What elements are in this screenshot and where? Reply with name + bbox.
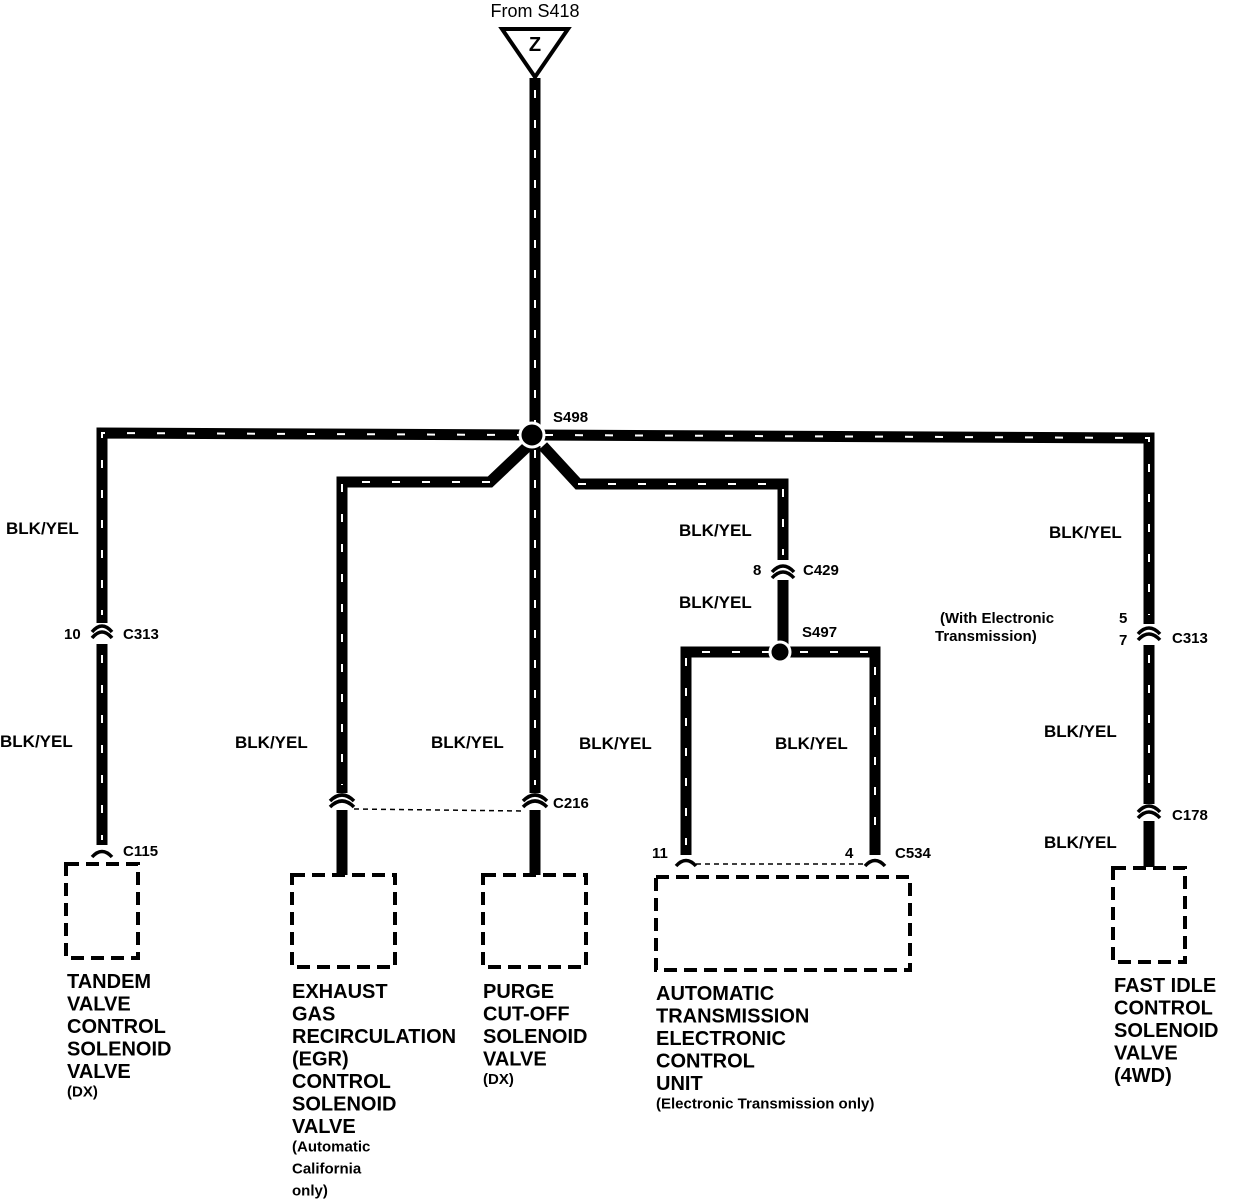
at-ecu-box [654, 875, 912, 972]
egr-label-line: SOLENOID [292, 1094, 396, 1116]
wire-ecu-left [680, 646, 780, 855]
tandem-label-line: CONTROL [67, 1016, 166, 1038]
egr-label-line: EXHAUST [292, 981, 388, 1003]
egr-label-line: (EGR) [292, 1049, 349, 1071]
connector-label: C534 [895, 845, 932, 862]
tandem-valve-box [64, 862, 140, 960]
fastidle-label-line: FAST IDLE [1114, 975, 1216, 997]
wire-stripes [101, 90, 1150, 845]
wire-color-label: BLK/YEL [235, 733, 308, 752]
wire-color-label: BLK/YEL [431, 733, 504, 752]
tandem-note-line: (DX) [67, 1084, 98, 1101]
atecu-label-line: AUTOMATIC [656, 983, 774, 1005]
splice-s498-label: S498 [553, 409, 588, 426]
wire-color-label: BLK/YEL [679, 521, 752, 540]
wire-color-label: BLK/YEL [679, 593, 752, 612]
fastidle-label-line: CONTROL [1114, 998, 1213, 1020]
egr-label-line: RECIRCULATION [292, 1026, 456, 1048]
wire-ecu-right [786, 646, 881, 855]
connector-pin: 4 [845, 845, 854, 862]
wire-ecu [538, 442, 789, 560]
wire-color-label: BLK/YEL [0, 732, 73, 751]
egr-label-line: VALVE [292, 1116, 356, 1138]
connector-label: C313 [123, 626, 159, 643]
connector-c178: C178 [1136, 804, 1208, 824]
connector-label: C216 [553, 795, 589, 812]
component-labels: TANDEMVALVECONTROLSOLENOIDVALVE(DX)EXHAU… [67, 971, 1218, 1200]
connector-c313-left: 10 C313 [64, 624, 159, 643]
purge-label-line: VALVE [483, 1049, 547, 1071]
atecu-label-line: CONTROL [656, 1051, 755, 1073]
atecu-label-line: UNIT [656, 1073, 703, 1095]
connector-pin: 7 [1119, 632, 1127, 649]
splice-s497-label: S497 [802, 624, 837, 641]
purge-label-line: PURGE [483, 981, 554, 1003]
fast-idle-valve-box [1111, 866, 1187, 964]
source-label: From S418 [490, 1, 579, 21]
connector-c216: C216 [328, 793, 589, 812]
purge-label-line: SOLENOID [483, 1026, 587, 1048]
connector-c429: 8 C429 [753, 562, 839, 580]
egr-label-line: CONTROL [292, 1071, 391, 1093]
connector-label: C115 [123, 843, 158, 860]
wires [96, 78, 1155, 875]
tandem-label-line: VALVE [67, 1061, 131, 1083]
source-terminal-letter: Z [529, 34, 541, 56]
wire-color-label: BLK/YEL [775, 734, 848, 753]
connector-note: (With Electronic [940, 610, 1054, 627]
fastidle-label-line: VALVE [1114, 1043, 1178, 1065]
wire-bus-left [96, 427, 536, 623]
connector-c534: 11 4 C534 [652, 845, 932, 868]
purge-note-line: (DX) [483, 1071, 514, 1088]
wire-color-label: BLK/YEL [1044, 833, 1117, 852]
wire-color-label: BLK/YEL [1044, 722, 1117, 741]
purge-label-line: CUT-OFF [483, 1004, 570, 1026]
connector-note: Transmission) [935, 628, 1037, 645]
egr-note-line: California [292, 1161, 362, 1178]
tandem-label-line: VALVE [67, 994, 131, 1016]
egr-label-line: GAS [292, 1004, 335, 1026]
connector-pin: 10 [64, 626, 81, 643]
fastidle-label-line: SOLENOID [1114, 1020, 1218, 1042]
connector-label: C429 [803, 562, 839, 579]
connector-c313-right: 5 7 C313 (With Electronic Transmission) [935, 610, 1208, 649]
connector-label: C313 [1172, 630, 1208, 647]
tandem-label-line: TANDEM [67, 971, 151, 993]
wire-color-label: BLK/YEL [579, 734, 652, 753]
egr-note-line: only) [292, 1183, 328, 1200]
purge-valve-box [481, 873, 588, 969]
wire-color-label: BLK/YEL [1049, 523, 1122, 542]
wire-labels: BLK/YEL BLK/YEL BLK/YEL BLK/YEL BLK/YEL … [0, 519, 1122, 852]
connector-label: C178 [1172, 807, 1208, 824]
connector-pin: 11 [652, 845, 668, 862]
atecu-note-line: (Electronic Transmission only) [656, 1096, 874, 1113]
splice-s497-dot [768, 640, 792, 664]
atecu-label-line: ELECTRONIC [656, 1028, 786, 1050]
atecu-label-line: TRANSMISSION [656, 1006, 809, 1028]
tandem-label-line: SOLENOID [67, 1039, 171, 1061]
egr-valve-box [290, 873, 397, 969]
splice-s498-dot [518, 421, 546, 449]
wire-color-label: BLK/YEL [6, 519, 79, 538]
connector-c115: C115 [90, 843, 158, 860]
egr-note-line: (Automatic [292, 1139, 370, 1156]
source-terminal-triangle [498, 27, 572, 81]
connector-pin: 8 [753, 562, 761, 579]
fastidle-label-line: (4WD) [1114, 1065, 1172, 1087]
connector-pin: 5 [1119, 610, 1127, 627]
